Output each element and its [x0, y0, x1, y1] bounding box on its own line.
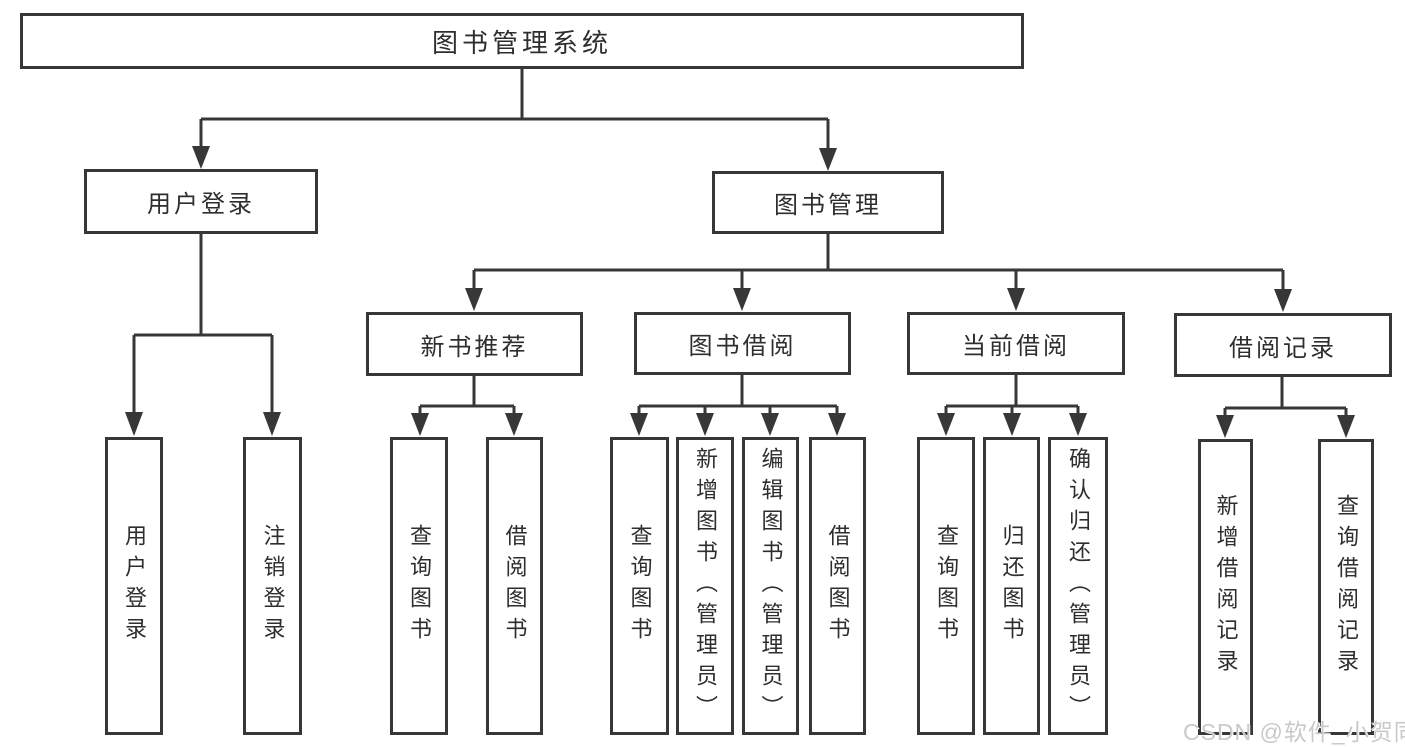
leaf-query-book-1: 查询图书 [390, 437, 448, 735]
node-book-borrow: 图书借阅 [634, 312, 851, 375]
arrowhead-book-mgmt [819, 148, 837, 171]
leaf-query-book-3: 查询图书 [917, 437, 975, 735]
leaf-edit-book: 编辑图书（管理员） [742, 437, 799, 735]
node-current-borrow: 当前借阅 [907, 312, 1125, 375]
node-root: 图书管理系统 [20, 13, 1024, 69]
leaf-query-book-2: 查询图书 [610, 437, 669, 735]
leaf-add-book: 新增图书（管理员） [676, 437, 734, 735]
node-borrow-records: 借阅记录 [1174, 313, 1392, 377]
arrowhead-user-login [192, 146, 210, 169]
leaf-logout: 注销登录 [243, 437, 302, 735]
watermark: CSDN @软件_小贺同学 [1183, 719, 1405, 745]
node-new-book-rec: 新书推荐 [366, 312, 583, 376]
leaf-user-login: 用户登录 [105, 437, 163, 735]
leaf-return-book: 归还图书 [983, 437, 1040, 735]
leaf-borrow-book-2: 借阅图书 [809, 437, 866, 735]
node-book-mgmt: 图书管理 [712, 171, 944, 234]
leaf-confirm-return: 确认归还（管理员） [1048, 437, 1108, 735]
leaf-add-record: 新增借阅记录 [1198, 439, 1253, 735]
leaf-query-record: 查询借阅记录 [1318, 439, 1374, 735]
node-user-login: 用户登录 [84, 169, 318, 234]
leaf-borrow-book-1: 借阅图书 [486, 437, 543, 735]
